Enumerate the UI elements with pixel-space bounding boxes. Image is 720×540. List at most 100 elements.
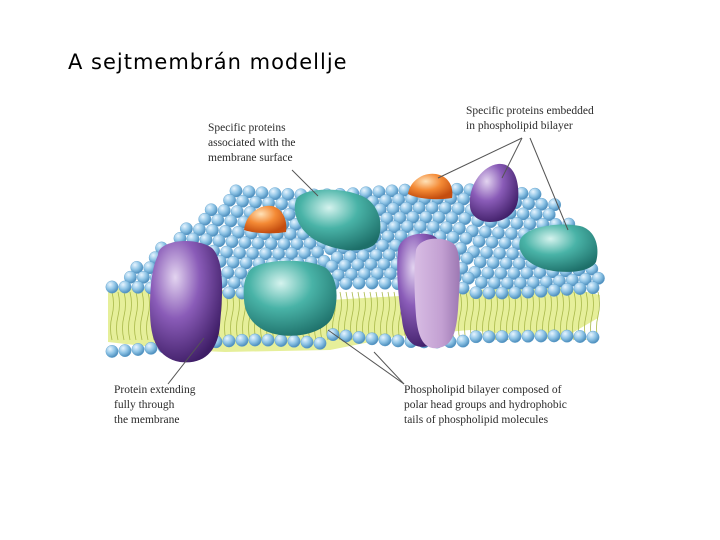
phospholipid-head bbox=[325, 259, 339, 273]
phospholipid-head bbox=[456, 334, 470, 348]
phospholipid-head bbox=[412, 201, 426, 215]
phospholipid-head bbox=[529, 207, 543, 221]
phospholipid-head bbox=[268, 187, 282, 201]
phospholipid-head bbox=[248, 333, 262, 347]
phospholipid-head bbox=[494, 266, 508, 280]
phospholipid-head bbox=[179, 222, 193, 236]
leader-surface-proteins bbox=[291, 169, 319, 197]
phospholipid-head bbox=[399, 201, 413, 215]
phospholipid-tail bbox=[572, 291, 576, 341]
phospholipid-head bbox=[227, 276, 241, 290]
leader-embedded-3 bbox=[529, 137, 569, 231]
phospholipid-head bbox=[313, 336, 327, 350]
phospholipid-head bbox=[231, 225, 245, 239]
phospholipid-head bbox=[235, 333, 249, 347]
leader-lines bbox=[167, 137, 569, 385]
phospholipid-head bbox=[105, 280, 119, 294]
phospholipid-head bbox=[136, 270, 150, 284]
phospholipid-head bbox=[298, 246, 311, 260]
phospholipid-head bbox=[474, 276, 488, 289]
phospholipid-tail bbox=[230, 291, 234, 341]
phospholipid-head bbox=[508, 329, 522, 343]
phospholipid-head bbox=[586, 330, 600, 344]
phospholipid-tail bbox=[458, 291, 462, 341]
phospholipid-head bbox=[285, 247, 298, 260]
label-line: polar head groups and hydrophobic bbox=[404, 399, 567, 411]
phospholipid-tail bbox=[374, 291, 378, 341]
phospholipid-head bbox=[426, 220, 440, 234]
phospholipid-tail bbox=[464, 291, 468, 341]
phospholipid-head bbox=[255, 186, 269, 200]
phospholipid-head bbox=[534, 284, 548, 298]
phospholipid-head bbox=[445, 211, 459, 225]
label-surface-proteins: Specific proteins associated with the me… bbox=[208, 121, 296, 166]
phospholipid-tail bbox=[122, 291, 126, 341]
phospholipid-tail bbox=[494, 291, 498, 341]
surface-protein-teal-front bbox=[243, 260, 337, 336]
channel-protein-lilac bbox=[414, 238, 460, 349]
phospholipid-head bbox=[376, 239, 389, 253]
phospholipid-tail bbox=[380, 291, 384, 341]
label-line: Specific proteins bbox=[208, 122, 286, 134]
phospholipid-head bbox=[259, 247, 272, 261]
phospholipid-head bbox=[469, 286, 483, 300]
phospholipid-head bbox=[560, 282, 574, 296]
phospholipid-head bbox=[528, 187, 542, 201]
phospholipid-head bbox=[482, 330, 496, 344]
phospholipid-head bbox=[520, 266, 534, 280]
phospholipid-head bbox=[274, 334, 288, 347]
label-line: Specific proteins embedded bbox=[466, 105, 594, 117]
phospholipid-head bbox=[495, 330, 509, 343]
surface-protein-orange-left bbox=[244, 205, 287, 234]
phospholipid-head bbox=[586, 281, 600, 295]
phospholipid-head bbox=[364, 257, 378, 271]
phospholipid-head bbox=[283, 227, 297, 241]
phospholipid-head bbox=[573, 330, 587, 343]
label-embedded-proteins: Specific proteins embedded in phospholip… bbox=[466, 104, 594, 134]
phospholipid-head bbox=[234, 266, 248, 280]
phospholipid-head bbox=[226, 255, 240, 269]
phospholipid-head bbox=[491, 226, 505, 240]
phospholipid-head bbox=[458, 212, 472, 226]
phospholipid-head bbox=[481, 266, 495, 280]
phospholipid-head bbox=[224, 214, 238, 228]
leader-bilayer-2 bbox=[373, 351, 405, 385]
phospholipid-head bbox=[522, 197, 535, 211]
phospholipid-head bbox=[338, 259, 352, 272]
phospholipid-head bbox=[225, 235, 239, 249]
phospholipid-tail bbox=[392, 291, 396, 341]
phospholipid-head bbox=[461, 271, 475, 285]
phospholipid-head bbox=[547, 283, 561, 297]
phospholipid-head bbox=[452, 222, 466, 235]
leader-embedded-2 bbox=[501, 137, 523, 179]
phospholipid-head bbox=[482, 286, 496, 300]
phospholipid-tail bbox=[560, 291, 564, 341]
phospholipid-head bbox=[198, 212, 212, 226]
phospholipid-head bbox=[521, 285, 535, 299]
phospholipid-head bbox=[229, 184, 243, 198]
phospholipid-head bbox=[486, 256, 500, 270]
phospholipid-head bbox=[385, 184, 399, 198]
phospholipid-head bbox=[499, 256, 513, 270]
phospholipid-head bbox=[339, 277, 353, 290]
phospholipid-head bbox=[387, 220, 401, 234]
phospholipid-head bbox=[123, 270, 137, 284]
label-line: Phospholipid bilayer composed of bbox=[404, 384, 562, 396]
phospholipid-head bbox=[508, 286, 522, 300]
phospholipid-head bbox=[118, 344, 132, 357]
phospholipid-head bbox=[485, 235, 499, 249]
phospholipid-tail bbox=[110, 291, 114, 341]
phospholipid-head bbox=[510, 216, 524, 230]
phospholipid-head bbox=[204, 203, 218, 217]
label-line: associated with the bbox=[208, 137, 296, 149]
phospholipid-tail bbox=[140, 291, 144, 341]
leader-transmembrane bbox=[167, 337, 205, 385]
label-line: Protein extending bbox=[114, 384, 196, 396]
label-line: in phospholipid bilayer bbox=[466, 120, 573, 132]
phospholipid-head bbox=[217, 204, 231, 218]
phospholipid-head bbox=[377, 257, 391, 271]
phospholipid-head bbox=[272, 247, 285, 261]
phospholipid-head bbox=[281, 187, 295, 201]
phospholipid-head bbox=[242, 185, 256, 199]
